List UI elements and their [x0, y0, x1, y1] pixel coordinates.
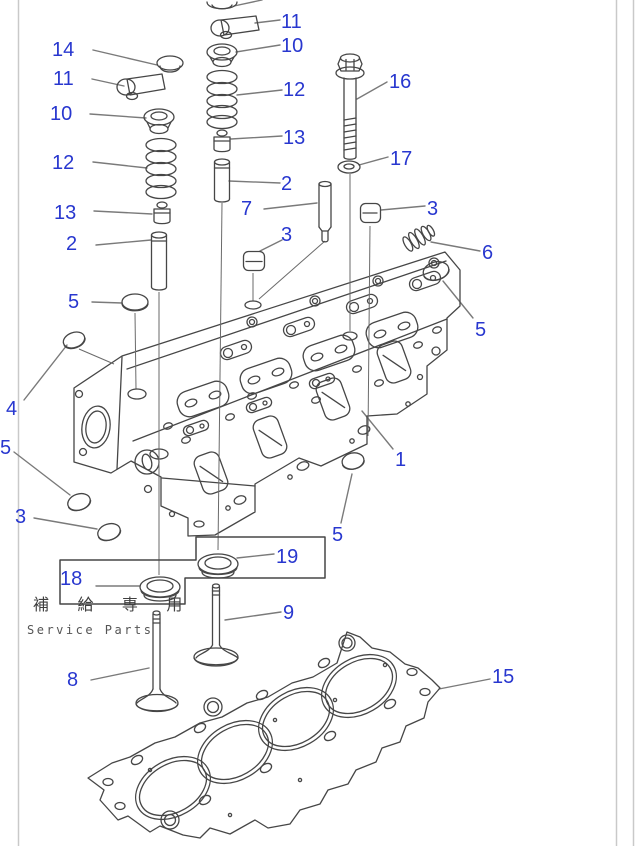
- callout-5-4[interactable]: 5: [332, 524, 344, 546]
- part-valve-9: [194, 584, 238, 666]
- callout-2-2[interactable]: 2: [281, 173, 293, 195]
- part-head-gasket-15: [88, 632, 440, 838]
- callout-10-2[interactable]: 10: [281, 35, 304, 57]
- part-pivot-7: [319, 182, 331, 242]
- callout-16[interactable]: 16: [389, 71, 412, 93]
- part-washer-17: [338, 161, 360, 173]
- part-cap-3-mid: [244, 252, 265, 271]
- callout-13[interactable]: 13: [54, 202, 77, 224]
- part-cap-3-right: [361, 204, 381, 223]
- leader-lines: [14, 0, 490, 689]
- callout-14[interactable]: 14: [52, 39, 75, 61]
- part-valve-8: [136, 611, 178, 712]
- callout-3[interactable]: 3: [15, 506, 27, 528]
- part-spring-retainer-10-mid: [207, 44, 237, 67]
- callout-4[interactable]: 4: [6, 398, 18, 420]
- part-valve-spring-12-mid: [207, 71, 237, 129]
- part-stem-seal-13-mid: [214, 130, 230, 152]
- service-parts-box: [60, 537, 325, 604]
- part-cup-plug-5-right: [421, 259, 451, 283]
- callout-10[interactable]: 10: [50, 103, 73, 125]
- page-frame: [19, 0, 634, 846]
- part-cup-plug-5-lower-left: [66, 491, 93, 513]
- callout-8[interactable]: 8: [67, 669, 79, 691]
- part-cup-plug-5-bottom: [341, 451, 366, 471]
- callout-3-3[interactable]: 3: [427, 198, 439, 220]
- callout-9[interactable]: 9: [283, 602, 295, 624]
- callout-11-2[interactable]: 11: [281, 11, 302, 33]
- part-threaded-plug-6: [401, 222, 438, 254]
- part-plug-4: [61, 329, 87, 351]
- part-retainer-lock-11-mid: [211, 16, 259, 39]
- part-stem-seal-13-left: [154, 202, 170, 224]
- part-head-bolt-16: [336, 54, 364, 159]
- part-valve-spring-12-left: [146, 139, 176, 199]
- callout-1[interactable]: 1: [395, 449, 407, 471]
- callout-13-2[interactable]: 13: [283, 127, 306, 149]
- callout-19[interactable]: 19: [276, 546, 299, 568]
- part-plug-3-lower-left: [96, 521, 123, 543]
- callout-3-2[interactable]: 3: [281, 224, 293, 246]
- part-cap-top-cut: [207, 2, 237, 9]
- projection-seats: [128, 301, 357, 399]
- service-parts-label-jp: 補 給 専 用: [33, 597, 195, 614]
- callout-11[interactable]: 11: [53, 68, 74, 90]
- part-spring-retainer-10-left: [144, 109, 174, 134]
- part-seal-19: [198, 554, 238, 578]
- callout-5-2[interactable]: 5: [0, 437, 12, 459]
- service-parts-label-en: Service Parts: [27, 623, 154, 637]
- part-valve-guide-2-mid: [215, 159, 230, 202]
- part-seal-18: [140, 577, 180, 601]
- projection-lines: [79, 174, 370, 575]
- callout-15[interactable]: 15: [492, 666, 515, 688]
- part-valve-guide-2-left: [152, 232, 167, 290]
- part-cylinder-head: [74, 252, 460, 536]
- part-cup-plug-5-left: [122, 294, 148, 311]
- callout-5[interactable]: 5: [68, 291, 80, 313]
- callout-2[interactable]: 2: [66, 233, 78, 255]
- part-retainer-lock-11-left: [117, 74, 165, 100]
- callout-18[interactable]: 18: [60, 568, 83, 590]
- callout-6[interactable]: 6: [482, 242, 494, 264]
- callout-17[interactable]: 17: [390, 148, 413, 170]
- callout-12[interactable]: 12: [52, 152, 75, 174]
- callout-5-3[interactable]: 5: [475, 319, 487, 341]
- part-valve-cap-14: [157, 56, 183, 72]
- callout-12-2[interactable]: 12: [283, 79, 306, 101]
- callout-7[interactable]: 7: [241, 198, 253, 220]
